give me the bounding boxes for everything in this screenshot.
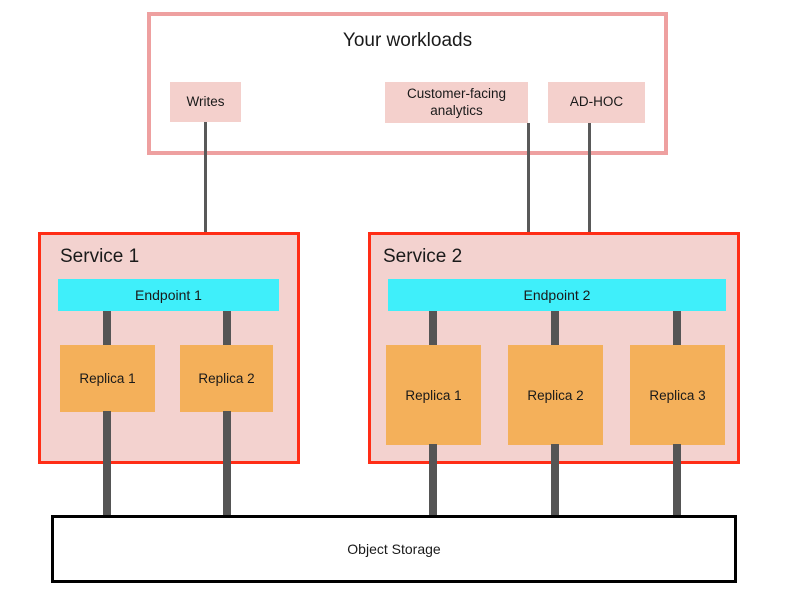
connector-service-2-replica-1-to-storage <box>429 444 437 518</box>
service-1-replica-2[interactable]: Replica 2 <box>180 345 273 412</box>
connector-endpoint-2-to-replica-1 <box>429 311 437 346</box>
connector-endpoint-1-to-replica-2 <box>223 311 231 346</box>
service-1-replica-1[interactable]: Replica 1 <box>60 345 155 412</box>
connector-service-2-replica-2-to-storage <box>551 444 559 518</box>
workload-chip-customer-facing-analytics[interactable]: Customer-facing analytics <box>385 82 528 123</box>
workload-chip-ad-hoc[interactable]: AD-HOC <box>548 82 645 123</box>
service-1-title: Service 1 <box>60 246 140 267</box>
service-2-replica-2[interactable]: Replica 2 <box>508 345 603 445</box>
service-1-endpoint[interactable]: Endpoint 1 <box>58 279 279 311</box>
connector-service-1-replica-2-to-storage <box>223 411 231 518</box>
workloads-title: Your workloads <box>342 30 473 51</box>
connector-endpoint-1-to-replica-1 <box>103 311 111 346</box>
object-storage-box[interactable]: Object Storage <box>51 515 737 583</box>
service-2-replica-3[interactable]: Replica 3 <box>630 345 725 445</box>
arrow-line-ad-hoc-to-endpoint-2 <box>588 123 591 261</box>
connector-service-1-replica-1-to-storage <box>103 411 111 518</box>
service-2-endpoint[interactable]: Endpoint 2 <box>388 279 726 311</box>
connector-endpoint-2-to-replica-2 <box>551 311 559 346</box>
service-2-replica-1[interactable]: Replica 1 <box>386 345 481 445</box>
arrow-line-customer-analytics-to-endpoint-2 <box>527 123 530 261</box>
service-2-title: Service 2 <box>383 246 463 267</box>
arrow-line-writes-to-endpoint-1 <box>204 122 207 261</box>
connector-service-2-replica-3-to-storage <box>673 444 681 518</box>
connector-endpoint-2-to-replica-3 <box>673 311 681 346</box>
workload-chip-writes[interactable]: Writes <box>170 82 241 122</box>
